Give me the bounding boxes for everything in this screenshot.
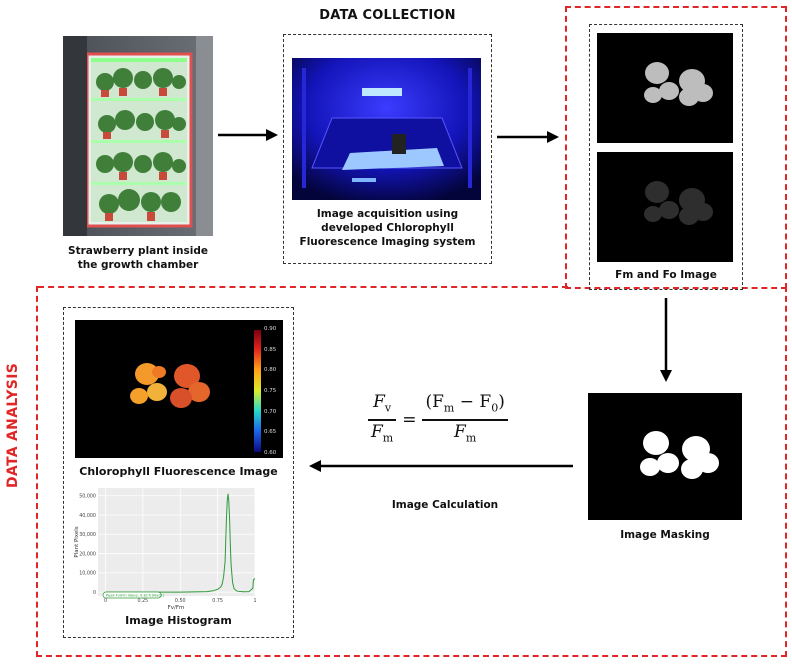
colorbar-tick: 0.70 (264, 408, 277, 415)
strawberry-caption: Strawberry plant inside the growth chamb… (52, 244, 224, 272)
colorbar-tick: 0.65 (264, 429, 277, 436)
data-analysis-label: DATA ANALYSIS (5, 362, 21, 488)
acquisition-caption: Image acquisition using developed Chloro… (283, 207, 492, 249)
histogram-legend-text: Peak Fv/Fm Value: 0.817(00ac1) (106, 594, 165, 598)
cf-caption: Chlorophyll Fluorescence Image (79, 465, 278, 478)
data-collection-outline-connector (38, 286, 568, 288)
data-collection-title: DATA COLLECTION (319, 8, 456, 23)
acquisition-caption-line1: Image acquisition using (316, 208, 459, 220)
cf-image (75, 320, 283, 458)
arrow-masking-to-result (309, 460, 573, 472)
histogram-legend: Peak Fv/Fm Value: 0.817(00ac1) (102, 591, 165, 599)
acquisition-caption-line2: developed Chlorophyll (321, 222, 454, 234)
results-box (63, 307, 294, 638)
histogram-ytick-label: 10,000 (79, 571, 96, 577)
histogram-xtick-label: 0.75 (212, 598, 223, 604)
histogram-series-line (105, 493, 256, 593)
formula-equals: = (402, 410, 417, 430)
colorbar-tick: 0.85 (264, 346, 277, 353)
histogram-xlabel: Fv/Fm (168, 605, 185, 611)
acquisition-caption-line3: Fluorescence Imaging system (299, 236, 476, 248)
histogram-plot-area (98, 488, 255, 596)
arrow-photo-to-acquisition (218, 129, 278, 141)
fm-image (597, 33, 733, 143)
fo-image (597, 152, 733, 262)
histogram-xtick-label: 0.25 (138, 598, 149, 604)
data-collection-outline (565, 6, 787, 289)
histogram-ytick-label: 0 (93, 590, 96, 596)
strawberry-caption-line2: the growth chamber (77, 259, 199, 271)
fmfo-caption: Fm and Fo Image (615, 269, 717, 281)
histogram-ylabel: Plant Pixels (74, 526, 80, 557)
histogram-xtick-label: 0 (104, 598, 107, 604)
histogram-ytick-label: 40,000 (79, 513, 96, 519)
histogram-ytick-label: 30,000 (79, 532, 96, 538)
colorbar-tick: 0.80 (264, 367, 277, 374)
colorbar-tick: 0.75 (264, 387, 277, 394)
cf-right-plant (170, 364, 210, 408)
acquisition-photo (292, 58, 481, 200)
cf-colorbar (254, 330, 261, 452)
calculation-caption: Image Calculation (391, 499, 499, 511)
histogram-xtick-label: 0.50 (175, 598, 186, 604)
cf-colorbar-ticks: 0.90 0.85 0.80 0.75 0.70 0.65 0.60 (264, 326, 286, 456)
arrow-acquisition-to-fmfo (497, 131, 559, 143)
histogram-caption: Image Histogram (125, 614, 232, 627)
strawberry-caption-line1: Strawberry plant inside (68, 245, 208, 257)
masking-image (588, 393, 742, 520)
histogram-ytick-label: 50,000 (79, 494, 96, 500)
histogram-ytick-label: 20,000 (79, 551, 96, 557)
masking-caption: Image Masking (620, 529, 710, 541)
formula-rhs: (Fm − F0) Fm (422, 391, 508, 449)
cf-left-plant (130, 363, 167, 404)
acquisition-box (283, 34, 492, 264)
data-analysis-outline (36, 286, 787, 657)
fvfm-formula: Fv Fm = (Fm − F0) Fm (368, 390, 568, 450)
formula-lhs: Fv Fm (368, 391, 397, 449)
growth-chamber-photo (63, 36, 213, 236)
fmfo-box (589, 24, 743, 290)
histogram-chart: 0 10,000 20,000 30,000 40,000 50,000 0 0.25 0.5… (74, 488, 257, 611)
colorbar-tick: 0.60 (264, 449, 277, 456)
colorbar-tick: 0.90 (264, 326, 277, 332)
arrow-fmfo-to-masking (660, 298, 672, 382)
histogram-xtick-label: 1 (253, 598, 256, 604)
